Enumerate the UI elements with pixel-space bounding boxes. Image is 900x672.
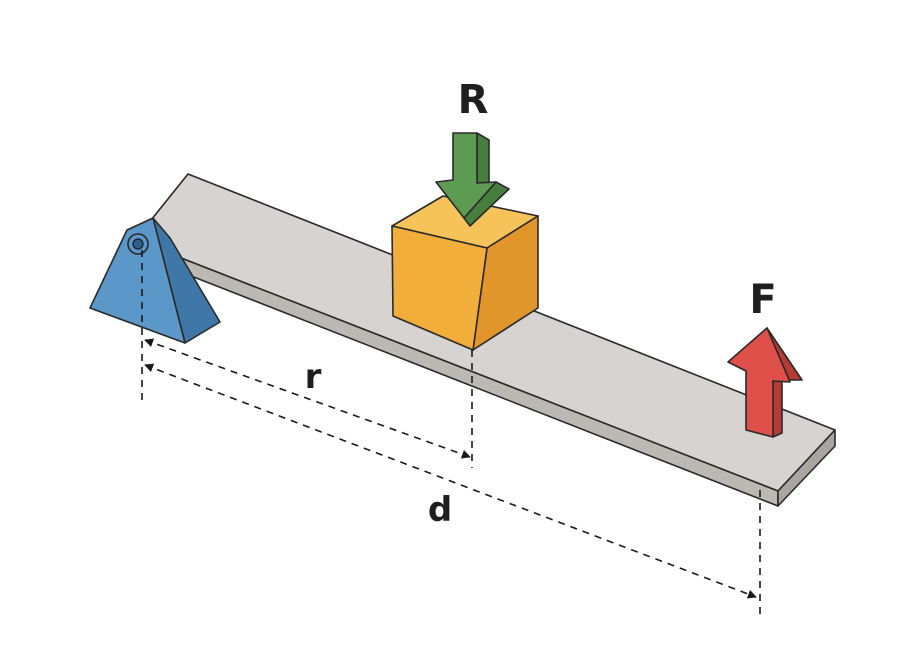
force-F-arrow-front xyxy=(727,327,791,438)
load-block-front xyxy=(391,225,488,351)
force-R-arrow-icon xyxy=(435,132,510,227)
force-R-arrow-side xyxy=(476,132,490,184)
label-F: F xyxy=(749,277,776,323)
force-R-arrow-front xyxy=(435,132,497,219)
pivot-hole-icon xyxy=(132,238,144,250)
fulcrum-front-face xyxy=(89,217,186,344)
load-block xyxy=(391,195,539,351)
label-r: r xyxy=(305,357,322,397)
force-F-arrow-icon xyxy=(727,327,803,438)
label-d: d xyxy=(428,490,452,530)
fulcrum xyxy=(89,217,221,344)
label-R: R xyxy=(458,77,489,123)
beam-end-face xyxy=(777,429,836,507)
dimension-line-d xyxy=(144,363,757,599)
